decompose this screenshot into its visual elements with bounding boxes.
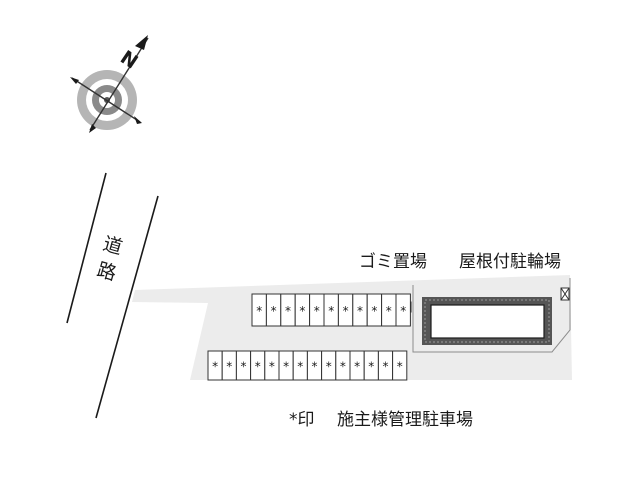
building-inner — [430, 304, 545, 339]
parking-space-mark: * — [371, 304, 377, 318]
parking-space-mark: * — [328, 304, 334, 318]
parking-space-mark: * — [314, 304, 320, 318]
compass-axis-ns — [89, 37, 149, 131]
bicycle-parking-label: 屋根付駐輪場 — [459, 252, 561, 272]
road-edge-left — [66, 172, 107, 324]
parking-space-mark: * — [271, 304, 277, 318]
parking-space-mark: * — [299, 304, 305, 318]
parking-space-mark: * — [368, 360, 374, 374]
parking-space-mark: * — [212, 360, 218, 374]
compass: N — [70, 35, 149, 133]
parking-row-lower: * * * * * * * * * * * * * * — [207, 350, 408, 381]
parking-space-mark: * — [354, 360, 360, 374]
parking-space-mark: * — [357, 304, 363, 318]
parking-space-mark: * — [297, 360, 303, 374]
compass-axis-ew — [71, 77, 141, 123]
parking-space-mark: * — [326, 360, 332, 374]
road: 道 路 — [66, 172, 159, 419]
legend-mark: *印 — [289, 410, 315, 430]
parking-space-mark: * — [283, 360, 289, 374]
legend-text: 施主様管理駐車場 — [337, 410, 473, 430]
parking-space-mark: * — [312, 360, 318, 374]
compass-north-letter: N — [116, 46, 141, 73]
compass-east-tick-icon — [134, 116, 142, 124]
road-label-line2: 路 — [95, 259, 119, 285]
parking-space-mark: * — [343, 304, 349, 318]
bicycle-enclosure — [412, 278, 571, 353]
parking-space-mark: * — [269, 360, 275, 374]
parking-row-upper: * * * * * * * * * * * — [251, 293, 411, 327]
parking-space-mark: * — [340, 360, 346, 374]
parking-space-mark: * — [386, 304, 392, 318]
parking-space-mark: * — [285, 304, 291, 318]
parking-space-mark: * — [397, 360, 403, 374]
parking-space-mark: * — [255, 360, 261, 374]
parking-space-mark: * — [241, 360, 247, 374]
enclosure-outline — [412, 278, 571, 353]
parking-space-mark: * — [256, 304, 262, 318]
parking-space-mark: * — [226, 360, 232, 374]
garbage-area-label: ゴミ置場 — [359, 251, 427, 272]
parking-space — [395, 293, 411, 327]
road-edge-right — [95, 195, 159, 419]
parking-space-mark: * — [400, 304, 406, 318]
road-label-line1: 道 — [101, 233, 125, 259]
building-hatch — [424, 299, 550, 343]
building — [422, 297, 552, 345]
compass-south-tick-icon — [89, 124, 96, 133]
parking-space-mark: * — [383, 360, 389, 374]
parking-space — [392, 350, 408, 381]
bicycle-box-cross-b — [560, 287, 570, 301]
compass-north-arrow-icon — [135, 35, 148, 50]
compass-west-tick-icon — [70, 77, 79, 84]
